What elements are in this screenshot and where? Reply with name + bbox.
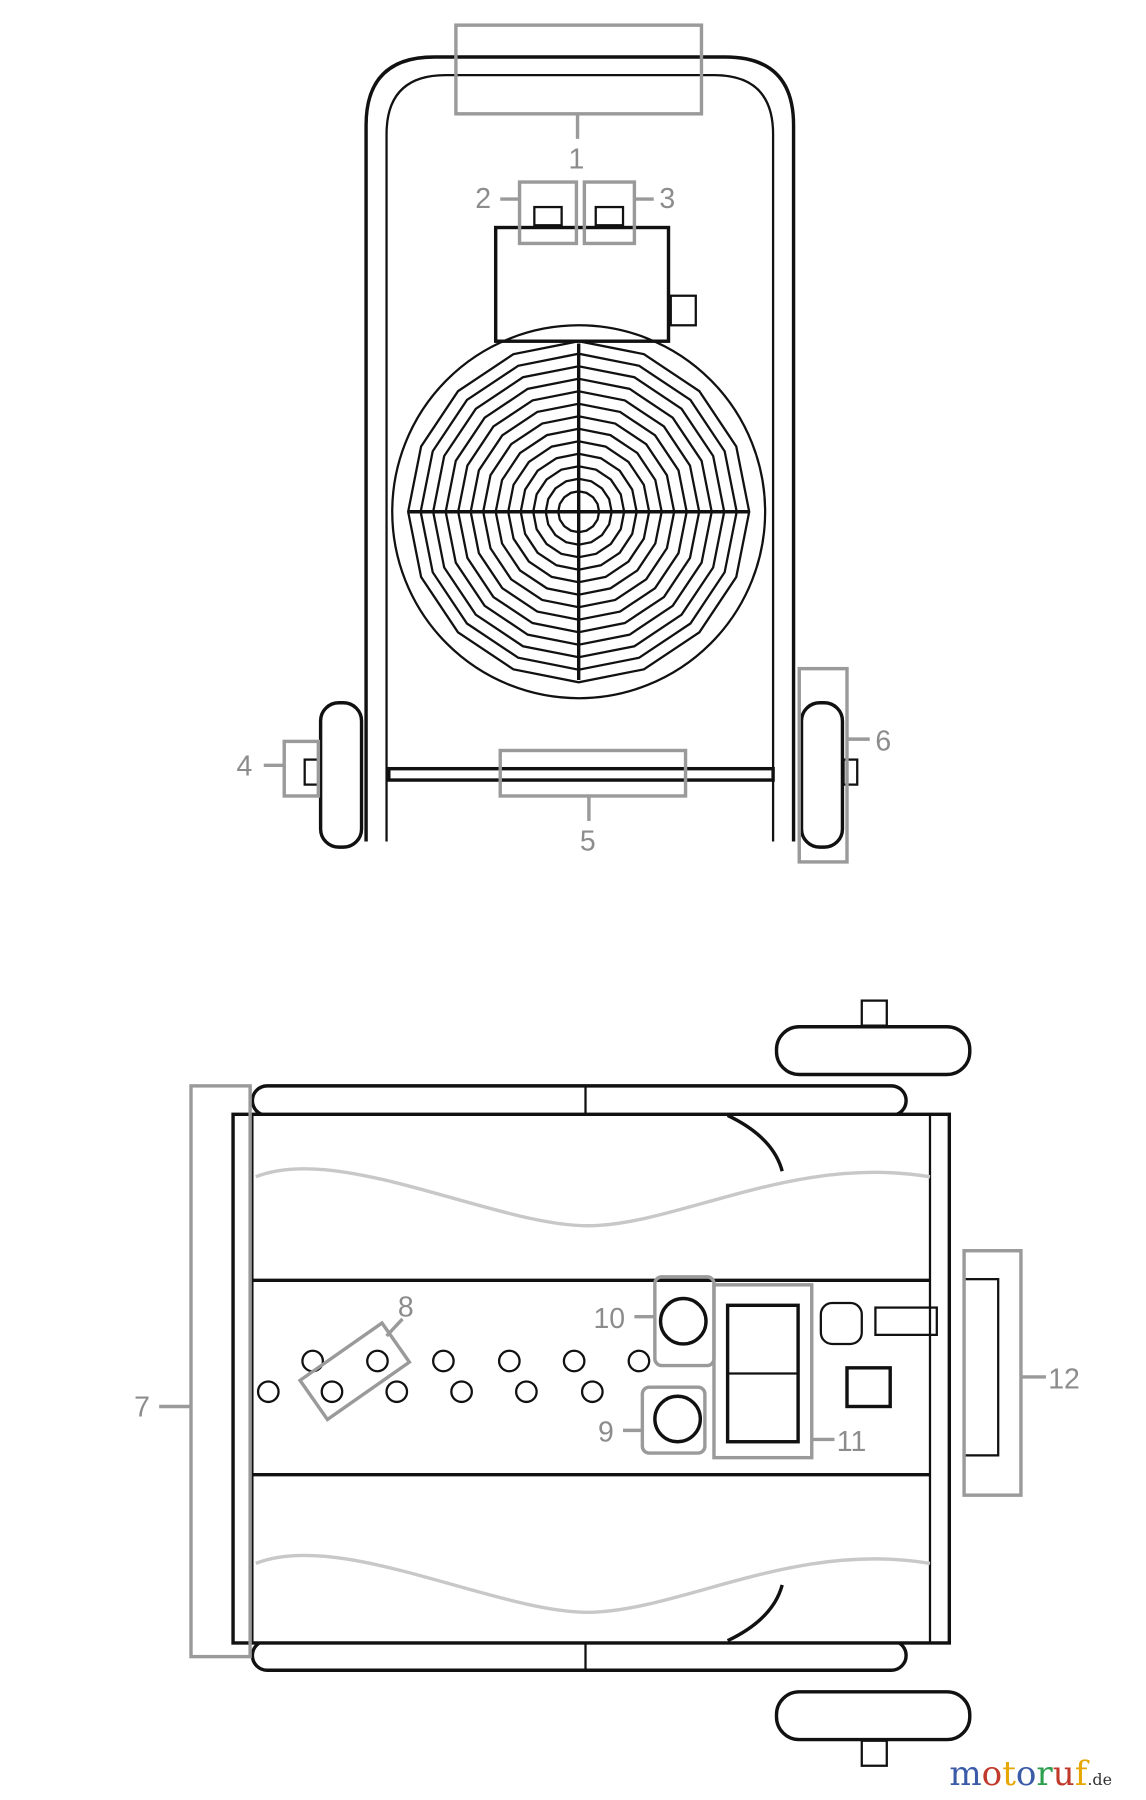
wheel-nut-left — [303, 758, 320, 786]
wheel-left — [318, 701, 364, 849]
hole — [580, 1380, 604, 1404]
plug-housing — [962, 1278, 1000, 1457]
switch-block — [845, 1366, 892, 1409]
callout-1: 1 — [568, 143, 584, 175]
top-view — [231, 999, 1000, 1767]
hole — [256, 1380, 280, 1404]
callout-4: 4 — [236, 751, 252, 783]
callout-8: 8 — [398, 1292, 414, 1324]
rail-bottom — [250, 1638, 908, 1672]
callout-3: 3 — [659, 183, 675, 215]
break-line-bottom — [255, 1553, 931, 1614]
handle-bend-top — [726, 1113, 784, 1172]
connector-10 — [658, 1296, 708, 1346]
hole — [562, 1349, 586, 1373]
callout-11: 11 — [837, 1426, 867, 1458]
hole — [432, 1349, 455, 1373]
cable-entry — [819, 1301, 863, 1346]
wheel-bottom — [774, 1690, 972, 1742]
callout-7: 7 — [134, 1392, 150, 1424]
callout-box-8 — [297, 1320, 412, 1422]
hole — [385, 1380, 409, 1404]
callout-box-12 — [962, 1249, 1023, 1497]
callout-box-11 — [712, 1283, 814, 1460]
wheel-top-nut — [860, 999, 888, 1027]
callout-12: 12 — [1048, 1363, 1080, 1395]
hole — [497, 1349, 521, 1373]
wheel-nut-right — [842, 758, 859, 786]
cable-gland — [669, 294, 697, 327]
callout-box-2 — [517, 180, 579, 246]
body — [231, 1112, 952, 1645]
callout-box-1 — [454, 23, 704, 116]
callout-6: 6 — [875, 725, 891, 757]
callout-9: 9 — [598, 1417, 614, 1449]
hole — [515, 1380, 538, 1404]
callout-box-3 — [582, 180, 637, 246]
knob-left — [533, 205, 563, 227]
callout-box-9 — [640, 1385, 707, 1455]
callout-5: 5 — [580, 826, 596, 858]
wheel-top — [774, 1025, 972, 1077]
handle-frame-outer — [364, 55, 796, 842]
callout-box-7 — [189, 1084, 252, 1659]
callout-box-5 — [498, 748, 688, 798]
hole — [627, 1349, 651, 1373]
cable-sleeve — [874, 1306, 938, 1337]
hole — [366, 1349, 389, 1373]
rail-top — [250, 1084, 908, 1118]
callout-10: 10 — [593, 1303, 625, 1335]
front-callouts: 1 2 3 4 5 6 — [236, 23, 891, 864]
callout-2: 2 — [475, 183, 491, 215]
knob-right — [594, 205, 625, 227]
hole — [450, 1380, 473, 1404]
front-view — [303, 55, 859, 849]
callout-box-6 — [797, 666, 849, 864]
motoruf-watermark: motoruf.de — [949, 1754, 1112, 1794]
callout-box-4 — [282, 739, 321, 798]
connector-9 — [653, 1394, 703, 1444]
axle-bar — [387, 766, 775, 782]
fan-housing — [391, 324, 767, 700]
top-callouts: 7 8 9 10 11 12 — [134, 1084, 1080, 1659]
handle-bend-bottom — [726, 1584, 784, 1643]
wheel-right — [799, 701, 845, 849]
handle-frame-inner — [385, 74, 775, 842]
wheel-bottom-nut — [860, 1739, 888, 1767]
hole — [320, 1380, 344, 1404]
grill-ring — [406, 340, 751, 684]
break-line-top — [255, 1167, 931, 1228]
